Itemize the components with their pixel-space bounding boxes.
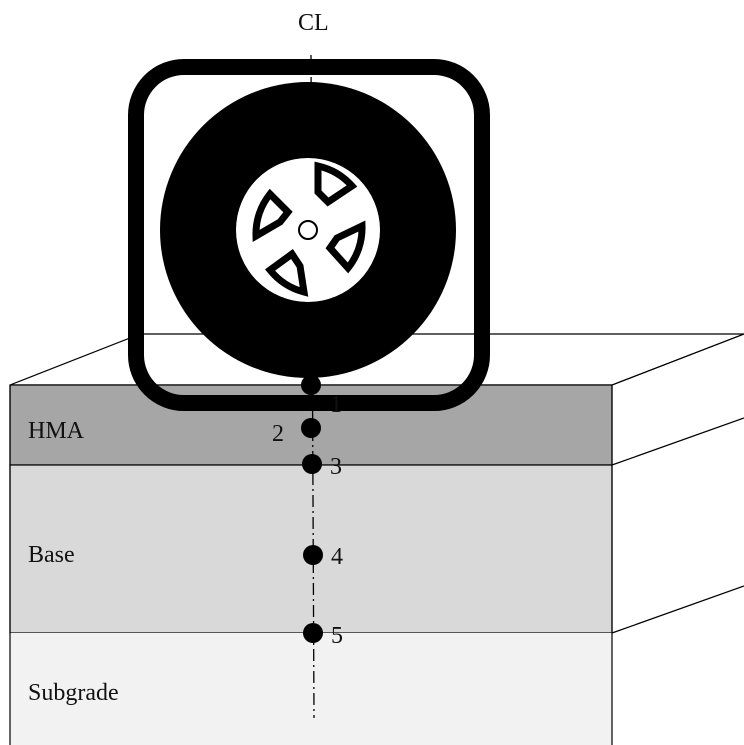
hub-icon <box>298 220 318 240</box>
point-marker <box>301 418 321 438</box>
layer-label-hma: HMA <box>28 418 85 444</box>
point-label: 5 <box>331 623 343 649</box>
spoke-icon <box>264 249 309 297</box>
wheel <box>128 59 490 411</box>
point-label: 1 <box>330 392 342 418</box>
point-marker <box>303 545 323 565</box>
block-side-edge-top <box>611 333 744 386</box>
spoke-icon <box>314 161 358 207</box>
point-label: 3 <box>330 454 342 480</box>
layer-label-base: Base <box>28 542 75 568</box>
layer-label-subgrade: Subgrade <box>28 680 119 706</box>
layer-subgrade <box>10 633 612 745</box>
point-marker <box>301 375 321 395</box>
wheel-frame <box>128 59 490 411</box>
point-marker <box>303 623 323 643</box>
rim-spokes <box>252 161 366 297</box>
point-label: 4 <box>331 544 343 570</box>
spoke-icon <box>325 220 366 274</box>
point-marker <box>302 454 322 474</box>
evaluation-points: 1 2 3 4 5 <box>272 375 343 649</box>
centerline-label: CL <box>298 10 329 36</box>
block-side-edge-base <box>611 585 744 634</box>
spoke-icon <box>252 188 293 242</box>
block-side-edge-hma <box>611 417 744 466</box>
point-label: 2 <box>272 421 284 447</box>
